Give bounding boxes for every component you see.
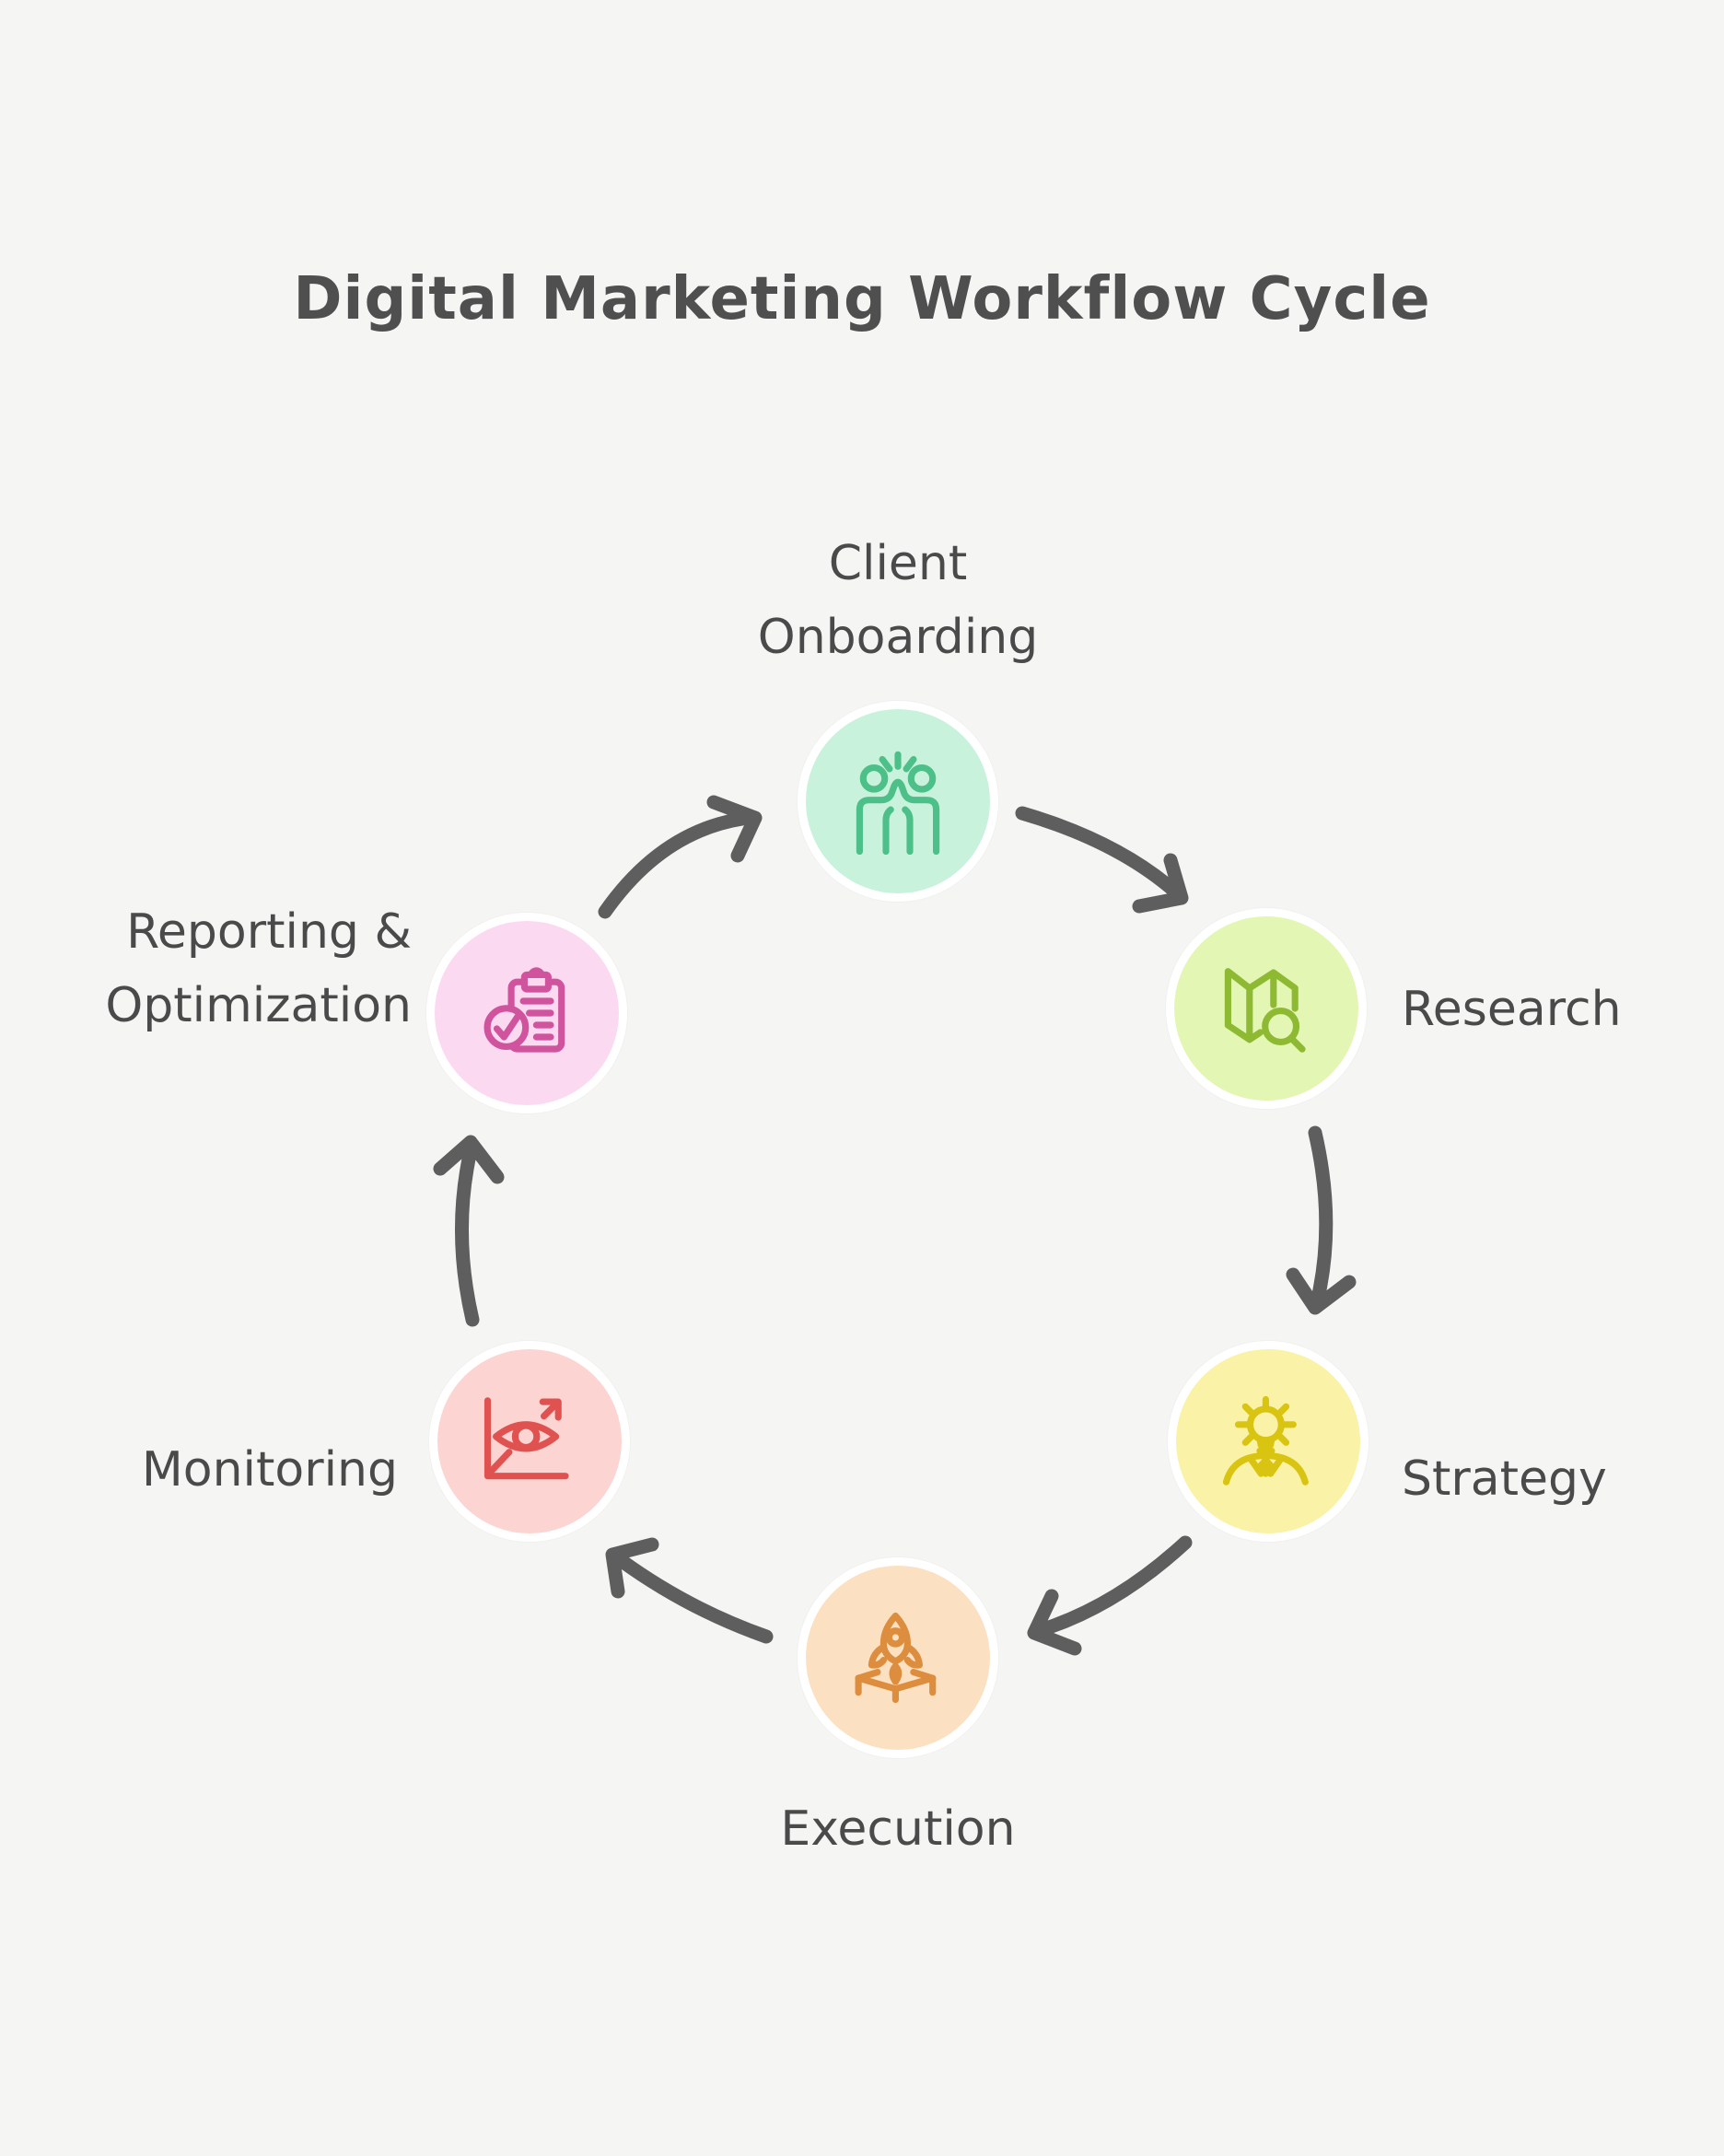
label-line: Onboarding: [757, 610, 1039, 665]
lightbulb-person-icon: [1222, 1395, 1309, 1486]
label-execution: Execution: [780, 1801, 1016, 1857]
arrow-strategy-to-execution: [1027, 1535, 1193, 1656]
map-search-icon: [1224, 968, 1306, 1053]
label-client-onboarding: Client Onboarding: [622, 527, 1174, 674]
chart-eye-icon: [483, 1397, 569, 1480]
page-title: Digital Marketing Workflow Cycle: [293, 265, 1431, 333]
label-monitoring: Monitoring: [141, 1442, 398, 1498]
label-line: Optimization: [105, 978, 412, 1033]
label-line: Reporting &: [126, 904, 412, 960]
node-monitoring: [429, 1341, 630, 1542]
high-five-icon: [856, 751, 940, 856]
label-research: Research: [1402, 982, 1622, 1037]
node-execution: [798, 1557, 998, 1758]
label-strategy: Strategy: [1402, 1451, 1607, 1507]
node-strategy: [1168, 1341, 1369, 1542]
clipboard-check-icon: [483, 967, 565, 1053]
node-client-onboarding: [798, 701, 998, 902]
arrow-monitoring-to-reporting: [433, 1135, 505, 1327]
node-research: [1166, 908, 1367, 1109]
label-reporting-optimization: Reporting & Optimization: [0, 895, 412, 1043]
label-line: Client: [828, 536, 968, 591]
arrow-reporting-to-onboarding: [598, 795, 763, 919]
arrow-onboarding-to-research: [1015, 806, 1189, 914]
arrow-research-to-strategy: [1286, 1125, 1357, 1315]
arrow-execution-to-monitoring: [605, 1537, 774, 1644]
rocket-launch-icon: [855, 1612, 937, 1704]
node-reporting-optimization: [426, 913, 627, 1113]
